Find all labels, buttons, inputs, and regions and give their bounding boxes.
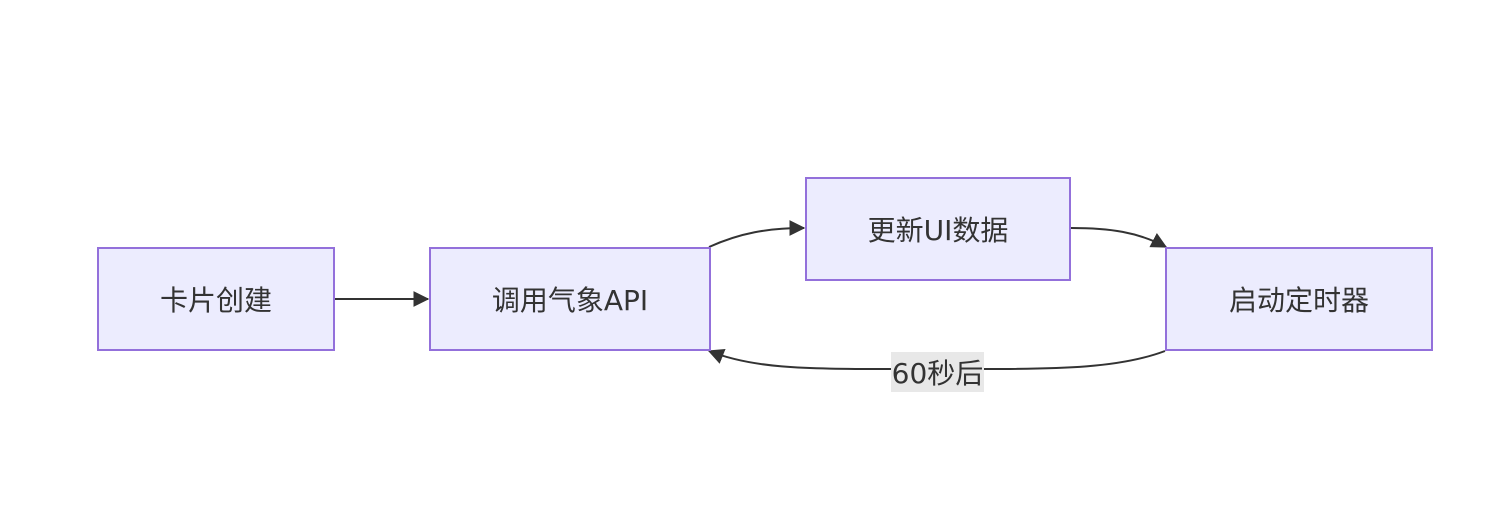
- edge-api-to-update: [708, 220, 806, 248]
- edge-label-text: 60秒后: [891, 357, 984, 390]
- node-label: 启动定时器: [1228, 284, 1369, 317]
- edge-label-60s: 60秒后: [891, 352, 984, 392]
- node-label: 调用气象API: [491, 284, 649, 317]
- node-call-weather-api: 调用气象API: [429, 247, 711, 351]
- node-card-created: 卡片创建: [97, 247, 335, 351]
- node-start-timer: 启动定时器: [1165, 247, 1433, 351]
- node-label: 更新UI数据: [867, 214, 1009, 247]
- node-update-ui-data: 更新UI数据: [805, 177, 1071, 281]
- node-label: 卡片创建: [159, 284, 272, 317]
- edge-update-to-timer: [1070, 227, 1168, 248]
